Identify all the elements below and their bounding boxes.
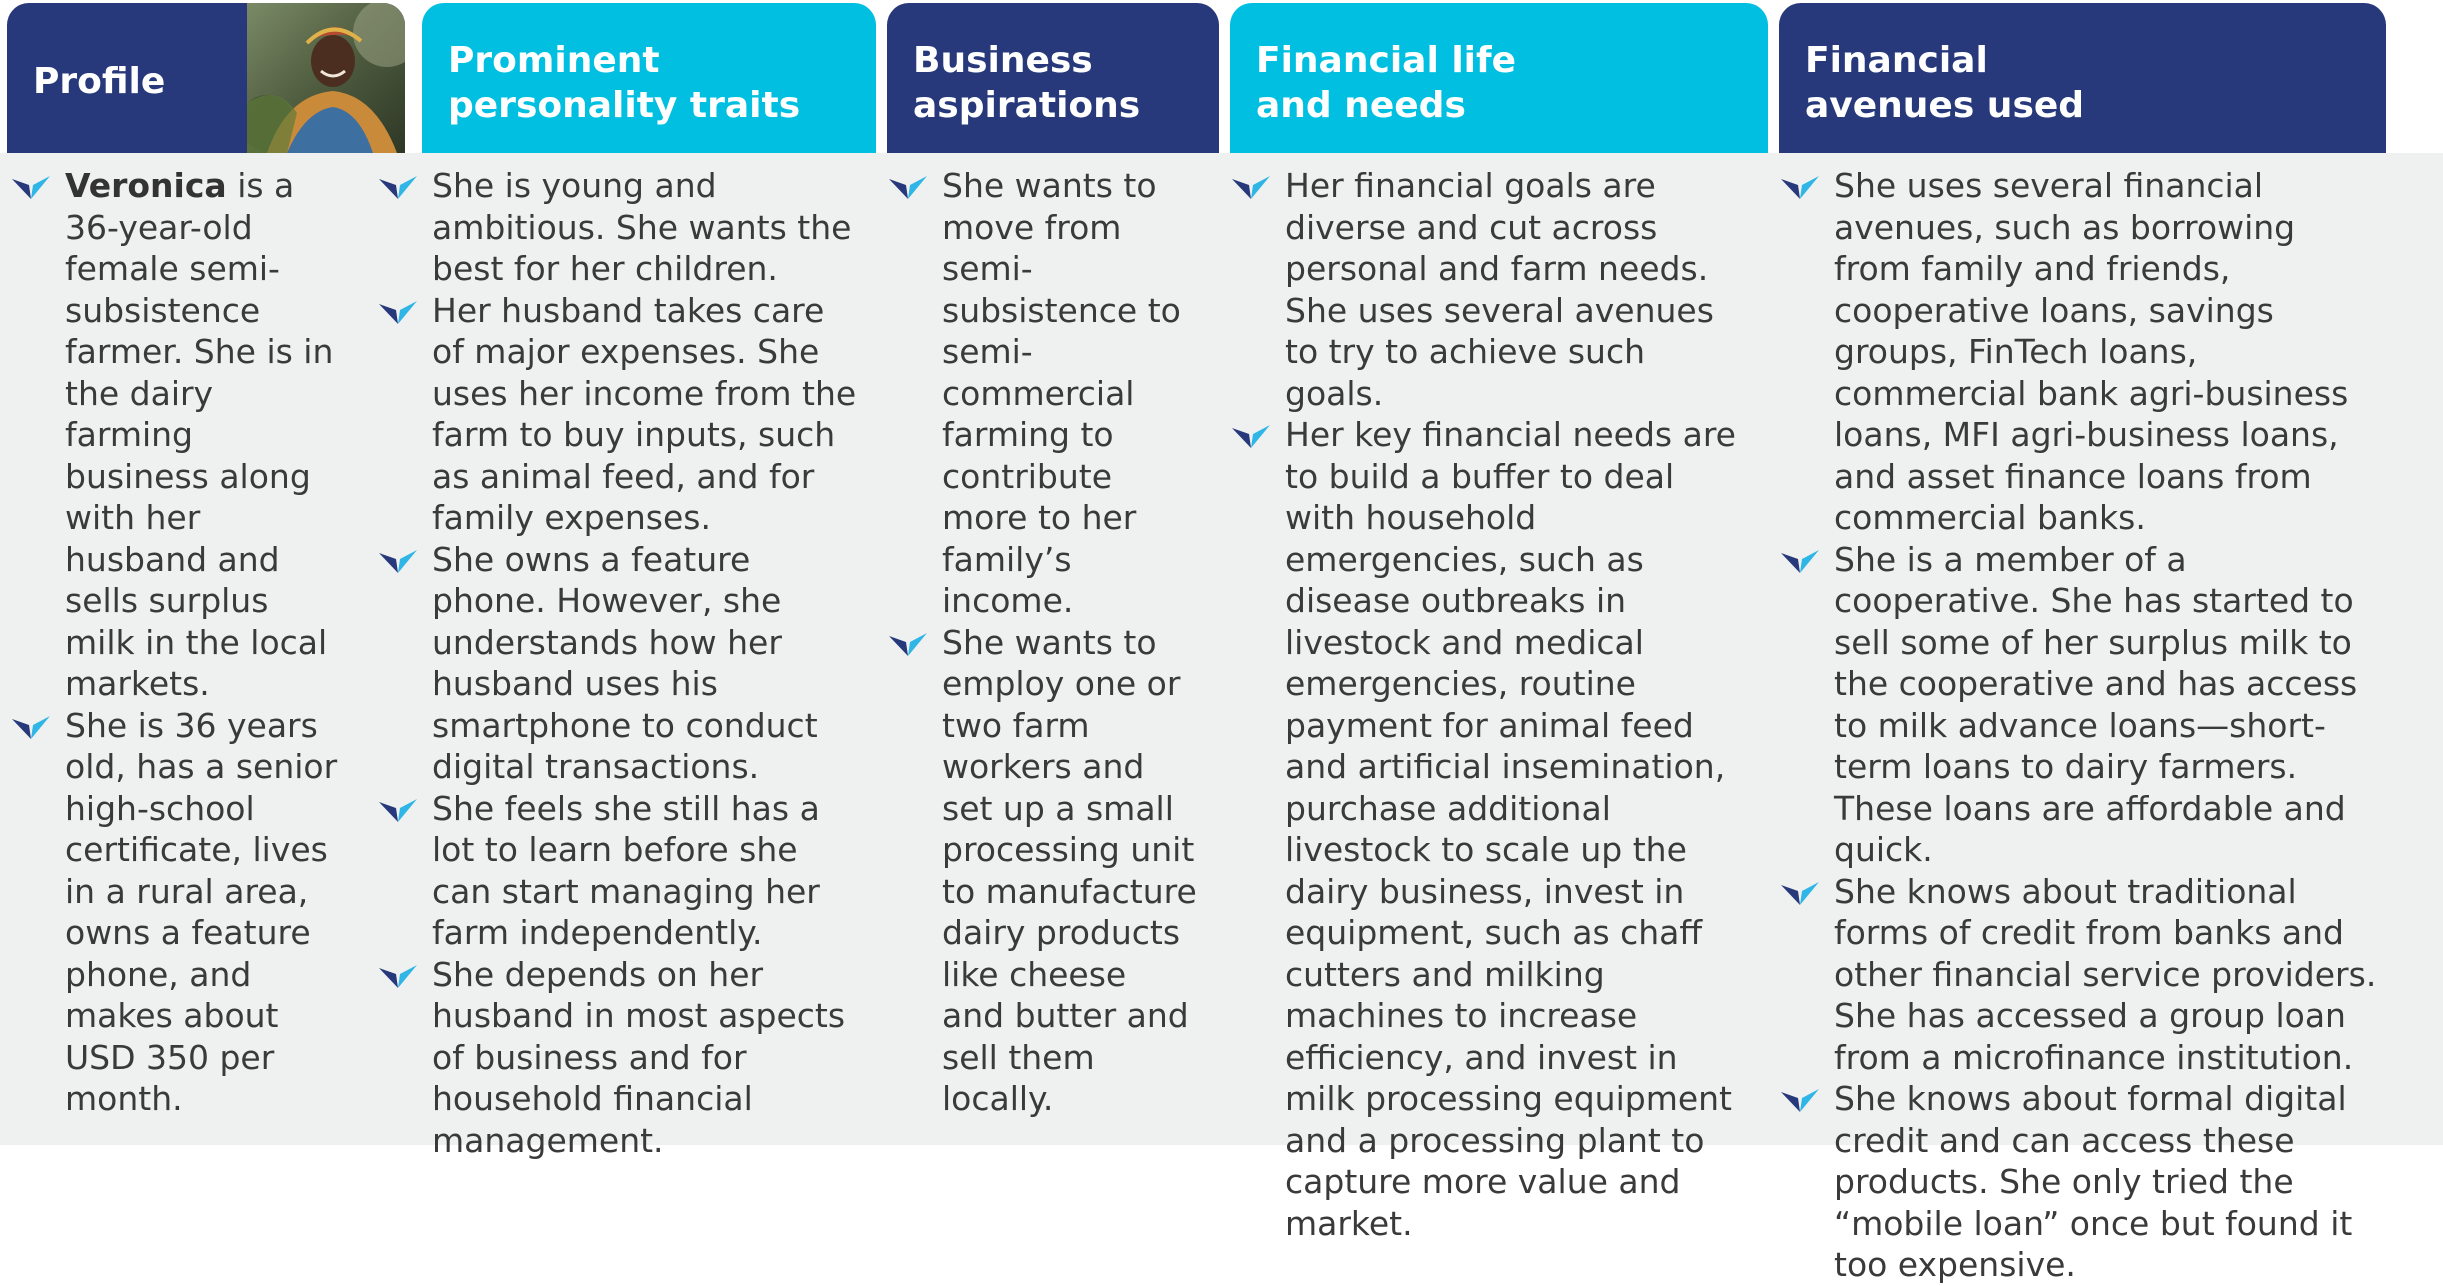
profile-header: Profile	[7, 3, 405, 153]
bullet-text: is a 36-year-old female semi-subsistence…	[65, 166, 334, 703]
bullet-text: She wants to employ one or two farm work…	[942, 622, 1197, 1119]
bullet-icon	[379, 175, 417, 201]
list-item: She knows about traditional forms of cre…	[1779, 871, 2379, 1079]
list-item: She is a member of a cooperative. She ha…	[1779, 539, 2379, 871]
content-background	[0, 153, 2443, 1145]
bullet-text: Her key financial needs are to build a b…	[1285, 415, 1736, 1243]
financial-life-bullets: Her financial goals are diverse and cut …	[1230, 165, 1750, 1244]
bullet-text: Her financial goals are diverse and cut …	[1285, 166, 1714, 413]
bullet-text: She depends on her husband in most aspec…	[432, 954, 846, 1160]
bullet-text: She knows about traditional forms of cre…	[1834, 871, 2377, 1077]
bullet-icon	[379, 549, 417, 575]
financial-avenues-header: Financial avenues used	[1779, 3, 2386, 153]
bullet-icon	[12, 715, 50, 741]
list-item: She owns a feature phone. However, she u…	[377, 539, 857, 788]
personality-header: Prominent personality traits	[422, 3, 876, 153]
list-item: Veronica is a 36-year-old female semi-su…	[10, 165, 340, 705]
bullet-icon	[1781, 881, 1819, 907]
bullet-icon	[1232, 424, 1270, 450]
bullet-icon	[379, 300, 417, 326]
bullet-text: She uses several financial avenues, such…	[1834, 166, 2349, 537]
list-item: She is young and ambitious. She wants th…	[377, 165, 857, 290]
profile-bullets: Veronica is a 36-year-old female semi-su…	[10, 165, 340, 1120]
profile-title: Profile	[33, 61, 166, 102]
list-item: She depends on her husband in most aspec…	[377, 954, 857, 1162]
business-title: Business aspirations	[913, 40, 1141, 126]
business-header: Business aspirations	[887, 3, 1219, 153]
bullet-icon	[1781, 549, 1819, 575]
bullet-icon	[1781, 175, 1819, 201]
financial-avenues-title: Financial avenues used	[1805, 40, 2085, 126]
list-item: Her husband takes care of major expenses…	[377, 290, 857, 539]
list-item: She wants to employ one or two farm work…	[887, 622, 1197, 1120]
bullet-text: She is 36 years old, has a senior high-s…	[65, 705, 338, 1119]
bullet-text: She knows about formal digital credit an…	[1834, 1079, 2353, 1284]
persona-name: Veronica	[65, 166, 227, 205]
farmer-portrait-photo	[247, 3, 405, 153]
bullet-text: She is young and ambitious. She wants th…	[432, 166, 852, 288]
financial-life-title: Financial life and needs	[1256, 40, 1517, 126]
bullet-text: She is a member of a cooperative. She ha…	[1834, 539, 2358, 870]
list-item: She is 36 years old, has a senior high-s…	[10, 705, 340, 1120]
business-bullets: She wants to move from semi-subsistence …	[887, 165, 1197, 1120]
bullet-icon	[1232, 175, 1270, 201]
bullet-icon	[12, 175, 50, 201]
bullet-icon	[889, 175, 927, 201]
persona-slide: Profile	[0, 3, 2443, 1284]
bullet-text: Her husband takes care of major expenses…	[432, 290, 857, 538]
list-item: She knows about formal digital credit an…	[1779, 1078, 2379, 1286]
bullet-text: She feels she still has a lot to learn b…	[432, 788, 820, 953]
financial-avenues-bullets: She uses several financial avenues, such…	[1779, 165, 2379, 1286]
bullet-icon	[379, 964, 417, 990]
bullet-text: She owns a feature phone. However, she u…	[432, 539, 818, 787]
list-item: Her financial goals are diverse and cut …	[1230, 165, 1750, 414]
list-item: She feels she still has a lot to learn b…	[377, 788, 857, 954]
list-item: She uses several financial avenues, such…	[1779, 165, 2379, 539]
bullet-icon	[889, 632, 927, 658]
bullet-icon	[1781, 1088, 1819, 1114]
financial-life-header: Financial life and needs	[1230, 3, 1768, 153]
bullet-icon	[379, 798, 417, 824]
personality-title: Prominent personality traits	[448, 40, 801, 126]
list-item: Her key financial needs are to build a b…	[1230, 414, 1750, 1244]
personality-bullets: She is young and ambitious. She wants th…	[377, 165, 857, 1161]
bullet-text: She wants to move from semi-subsistence …	[942, 166, 1181, 620]
list-item: She wants to move from semi-subsistence …	[887, 165, 1197, 622]
